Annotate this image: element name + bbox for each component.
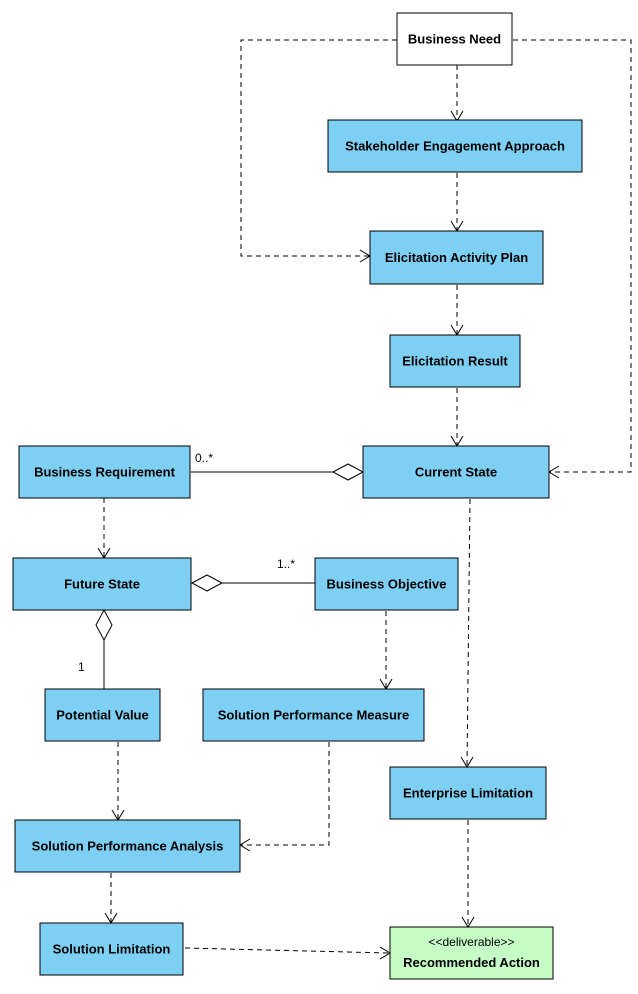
node-recommended-action: <<deliverable>> Recommended Action <box>389 926 554 980</box>
node-label-elicitation-result: Elicitation Result <box>402 354 508 369</box>
node-label-solution-performance-measure: Solution Performance Measure <box>218 708 409 723</box>
dep-performance-analysis-to-solution-limitation <box>104 873 118 924</box>
dep-solution-limitation-to-recommended-action <box>184 946 391 960</box>
node-label-elicitation-activity-plan: Elicitation Activity Plan <box>385 250 528 265</box>
node-business-requirement: Business Requirement <box>18 445 191 499</box>
aggregation-potential-value-future-state <box>95 608 113 689</box>
node-business-need: Business Need <box>396 12 513 66</box>
node-elicitation-result: Elicitation Result <box>389 334 521 388</box>
connectors <box>95 39 632 960</box>
node-solution-performance-analysis: Solution Performance Analysis <box>14 819 241 873</box>
node-future-state: Future State <box>12 557 192 611</box>
node-label-stakeholder-engagement-approach: Stakeholder Engagement Approach <box>345 139 565 154</box>
multiplicity-potential-value: 1 <box>78 660 85 674</box>
dep-stakeholder-engagement-to-elicitation-plan <box>450 173 464 232</box>
multiplicity-business-requirement: 0..* <box>195 451 213 465</box>
node-label-current-state: Current State <box>415 465 497 480</box>
dep-business-requirement-to-future-state <box>97 498 111 559</box>
node-label-business-objective: Business Objective <box>327 577 447 592</box>
aggregation-business-objective-future-state <box>190 574 315 592</box>
node-label-solution-performance-analysis: Solution Performance Analysis <box>32 839 224 854</box>
node-label-recommended-action: Recommended Action <box>403 955 540 970</box>
dep-enterprise-limitation-to-recommended-action <box>461 820 475 928</box>
node-solution-performance-measure: Solution Performance Measure <box>202 688 425 742</box>
dep-elicitation-plan-to-elicitation-result <box>450 285 464 336</box>
aggregation-business-requirement-current-state <box>191 463 365 481</box>
dep-business-objective-to-performance-measure <box>379 611 393 690</box>
dep-potential-value-to-performance-analysis <box>111 742 125 821</box>
dep-performance-measure-to-performance-analysis <box>239 742 330 852</box>
node-label-future-state: Future State <box>64 577 140 592</box>
dep-elicitation-result-to-current-state <box>450 388 464 447</box>
node-business-objective: Business Objective <box>314 557 459 611</box>
dep-business-need-to-stakeholder-engagement <box>450 65 464 122</box>
node-label-solution-limitation: Solution Limitation <box>53 942 171 957</box>
node-potential-value: Potential Value <box>44 688 161 742</box>
dep-current-state-to-enterprise-limitation <box>460 498 474 768</box>
multiplicity-business-objective: 1..* <box>277 557 295 571</box>
node-label-business-need: Business Need <box>408 32 501 47</box>
node-elicitation-activity-plan: Elicitation Activity Plan <box>369 230 544 285</box>
node-solution-limitation: Solution Limitation <box>39 922 184 976</box>
node-label-enterprise-limitation: Enterprise Limitation <box>403 786 533 801</box>
node-current-state: Current State <box>362 445 550 499</box>
node-stereotype-recommended-action: <<deliverable>> <box>428 935 514 949</box>
node-enterprise-limitation: Enterprise Limitation <box>389 766 547 820</box>
node-label-potential-value: Potential Value <box>56 708 148 723</box>
node-stakeholder-engagement-approach: Stakeholder Engagement Approach <box>327 119 583 173</box>
node-label-business-requirement: Business Requirement <box>34 465 176 480</box>
